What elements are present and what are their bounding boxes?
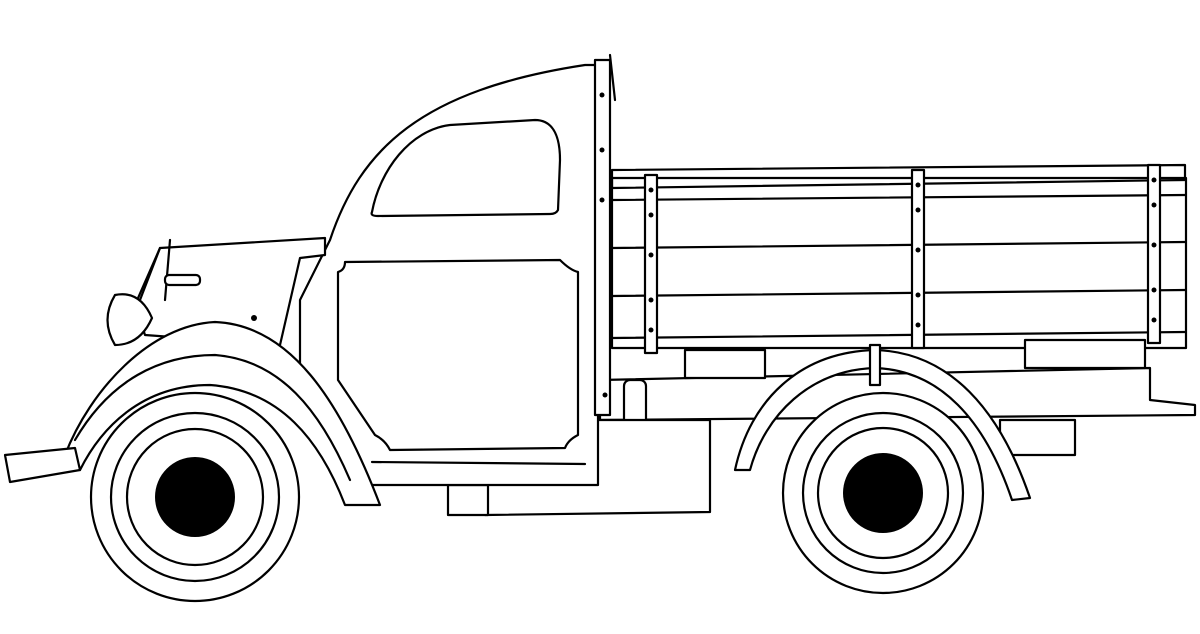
hood: [106, 236, 327, 347]
cab: [298, 53, 617, 487]
rear-wheel: [781, 391, 985, 595]
front-wheel: [89, 391, 301, 603]
rear-fender: [733, 343, 1032, 502]
cargo-bed: [610, 163, 1188, 355]
front-fender: [3, 320, 382, 507]
